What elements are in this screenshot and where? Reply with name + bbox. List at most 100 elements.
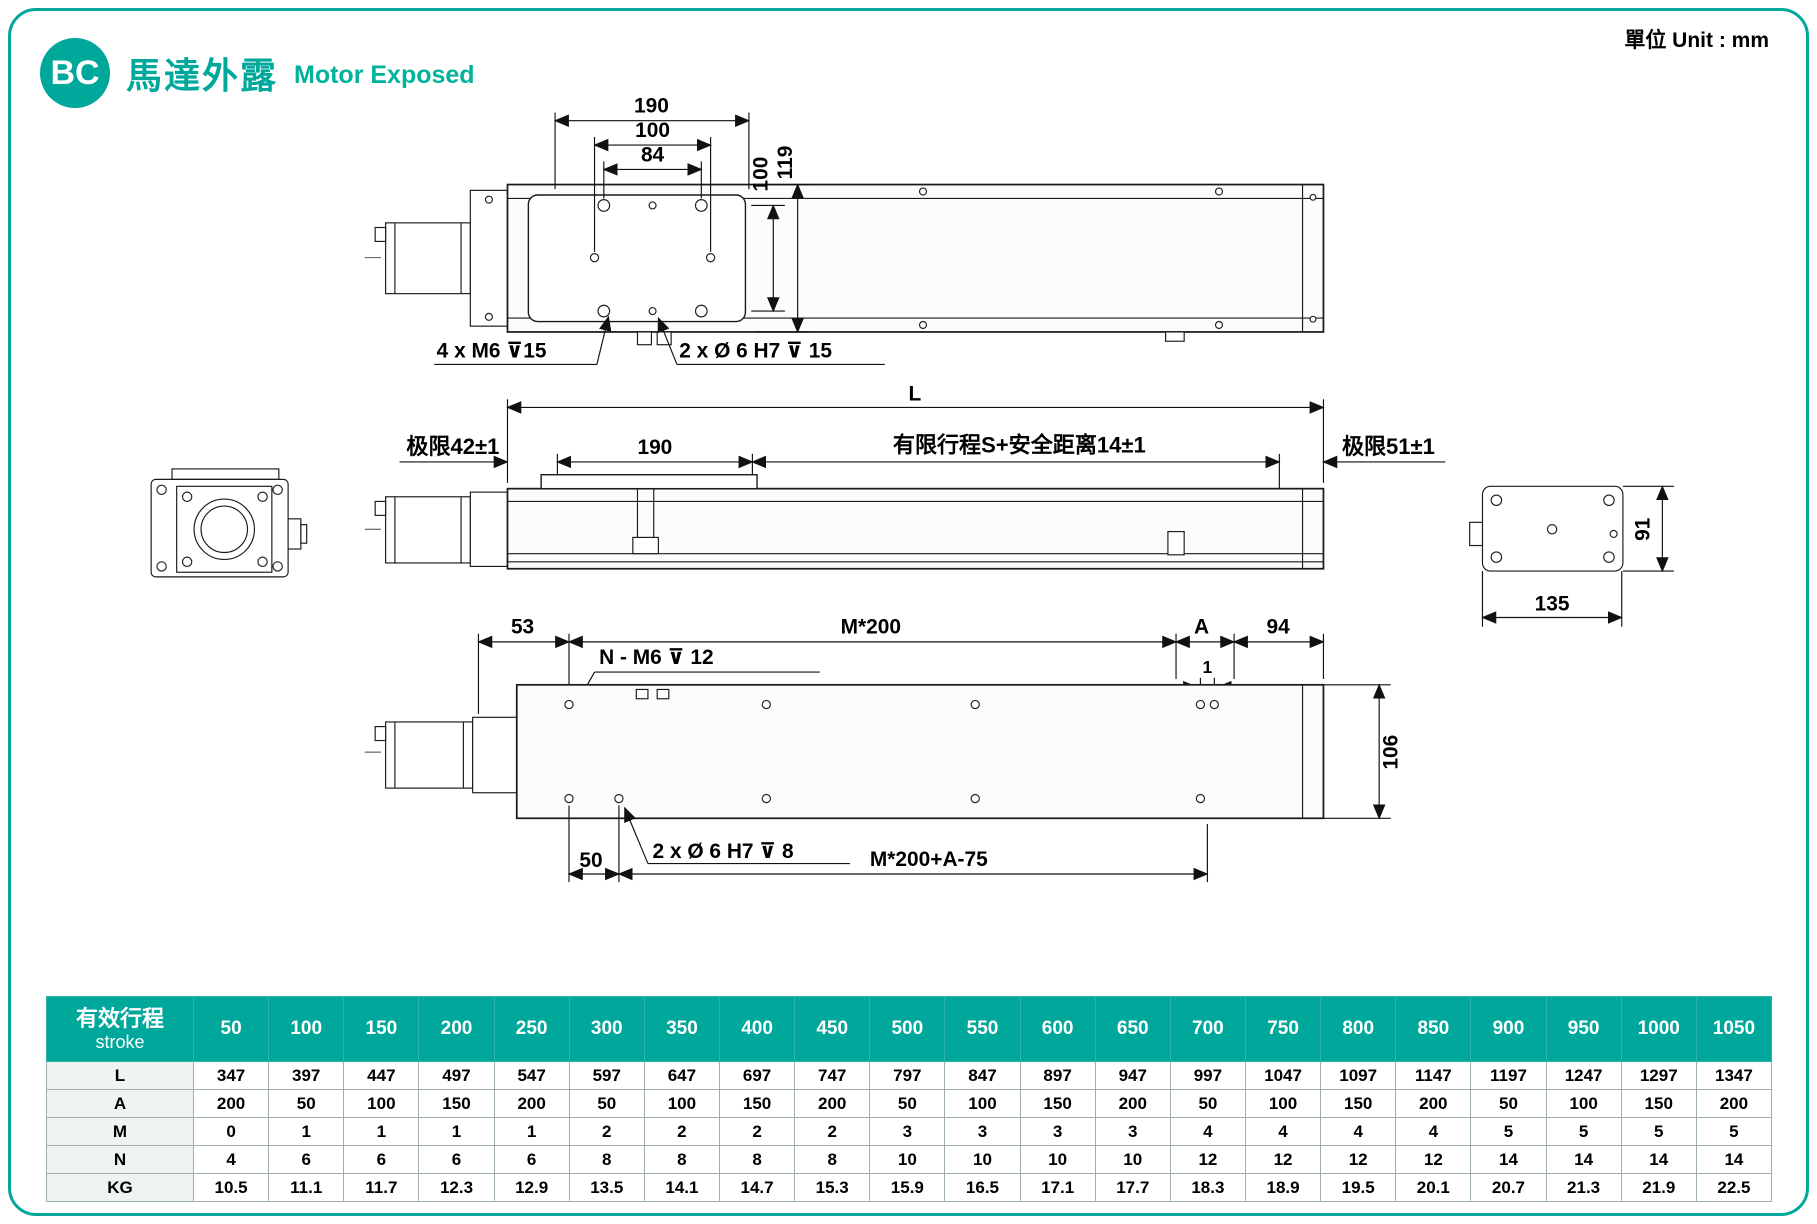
stroke-column-header: 650 (1094, 996, 1171, 1062)
table-cell: 647 (643, 1061, 720, 1090)
table-cell: 6 (493, 1145, 570, 1174)
row-label: M (46, 1117, 194, 1146)
table-cell: 14.7 (718, 1173, 796, 1202)
dim-m200: M*200 (841, 616, 901, 639)
table-cell: 3 (1019, 1117, 1096, 1146)
table-cell: 14 (1470, 1145, 1547, 1174)
right-end-view: 91 135 (1469, 485, 1674, 627)
left-end-view (150, 468, 308, 578)
table-cell: 100 (1545, 1089, 1622, 1118)
table-cell: 497 (418, 1061, 495, 1090)
stroke-column-header: 600 (1019, 996, 1096, 1062)
table-cell: 12 (1395, 1145, 1472, 1174)
table-cell: 5 (1470, 1117, 1547, 1146)
table-cell: 12.3 (418, 1173, 495, 1202)
table-cell: 1097 (1320, 1061, 1397, 1090)
table-cell: 11.7 (343, 1173, 420, 1202)
table-cell: 50 (1470, 1089, 1547, 1118)
table-cell: 50 (268, 1089, 345, 1118)
table-cell: 2 (794, 1117, 871, 1146)
dim-m200a: M*200+A-75 (870, 848, 988, 871)
technical-drawing: 190 100 84 100 119 4 x M6 ⊽15 2 x Ø 6 H7… (150, 95, 1674, 883)
stroke-column-header: 900 (1470, 996, 1547, 1062)
table-cell: 697 (718, 1061, 796, 1090)
table-cell: 8 (794, 1145, 871, 1174)
table-cell: 200 (1695, 1089, 1773, 1118)
dim-100-top: 100 (635, 119, 670, 142)
table-cell: 1297 (1620, 1061, 1697, 1090)
table-cell: 997 (1169, 1061, 1246, 1090)
dim-50: 50 (579, 849, 602, 872)
table-cell: 2 (718, 1117, 796, 1146)
table-cell: 16.5 (944, 1173, 1021, 1202)
stroke-column-header: 250 (493, 996, 570, 1062)
stroke-column-header: 700 (1169, 996, 1246, 1062)
table-cell: 150 (1320, 1089, 1397, 1118)
table-cell: 8 (643, 1145, 720, 1174)
table-cell: 1 (268, 1117, 345, 1146)
table-cell: 12 (1244, 1145, 1322, 1174)
dim-100-vert: 100 (749, 157, 772, 192)
table-cell: 12.9 (493, 1173, 570, 1202)
table-cell: 14 (1620, 1145, 1697, 1174)
table-cell: 14 (1545, 1145, 1622, 1174)
table-cell: 397 (268, 1061, 345, 1090)
table-cell: 6 (268, 1145, 345, 1174)
table-cell: 22.5 (1695, 1173, 1773, 1202)
table-cell: 17.1 (1019, 1173, 1096, 1202)
table-cell: 21.3 (1545, 1173, 1622, 1202)
table-cell: 747 (794, 1061, 871, 1090)
stroke-column-header: 550 (944, 996, 1021, 1062)
table-cell: 8 (718, 1145, 796, 1174)
dim-91: 91 (1632, 517, 1655, 541)
table-cell: 200 (1094, 1089, 1171, 1118)
table-cell: 797 (869, 1061, 946, 1090)
unit-label: 單位 Unit : mm (1624, 29, 1769, 52)
table-cell: 1 (493, 1117, 570, 1146)
table-cell: 12 (1320, 1145, 1397, 1174)
row-label: A (46, 1089, 194, 1118)
table-cell: 150 (1620, 1089, 1697, 1118)
table-cell: 10 (869, 1145, 946, 1174)
table-cell: 1047 (1244, 1061, 1322, 1090)
stroke-column-header: 300 (568, 996, 645, 1062)
table-cell: 10 (1019, 1145, 1096, 1174)
table-cell: 4 (1169, 1117, 1246, 1146)
table-cell: 10.5 (192, 1173, 270, 1202)
table-cell: 5 (1620, 1117, 1697, 1146)
stroke-column-header: 50 (192, 996, 270, 1062)
bottom-view: 53 M*200 A 94 N - M6 ⊽ 12 1 (364, 616, 1403, 883)
table-cell: 50 (869, 1089, 946, 1118)
stroke-column-header: 200 (418, 996, 495, 1062)
table-cell: 200 (794, 1089, 871, 1118)
table-cell: 597 (568, 1061, 645, 1090)
row-label: L (46, 1061, 194, 1090)
table-cell: 6 (418, 1145, 495, 1174)
dim-190-side: 190 (637, 436, 672, 459)
dim-106: 106 (1380, 735, 1403, 770)
dim-190-top: 190 (634, 95, 669, 118)
dim-94: 94 (1267, 616, 1291, 639)
table-cell: 897 (1019, 1061, 1096, 1090)
table-cell: 12 (1169, 1145, 1246, 1174)
table-cell: 0 (192, 1117, 270, 1146)
page-title-en: Motor Exposed (294, 60, 475, 89)
table-cell: 21.9 (1620, 1173, 1697, 1202)
stroke-note: 有限行程S+安全距离14±1 (893, 433, 1146, 458)
table-cell: 11.1 (268, 1173, 345, 1202)
table-cell: 547 (493, 1061, 570, 1090)
table-cell: 20.1 (1395, 1173, 1472, 1202)
stroke-column-header: 350 (643, 996, 720, 1062)
table-cell: 100 (944, 1089, 1021, 1118)
dim-L: L (909, 382, 922, 405)
table-cell: 3 (869, 1117, 946, 1146)
page-title-zh: 馬達外露 (126, 55, 279, 96)
table-cell: 150 (418, 1089, 495, 1118)
table-cell: 200 (1395, 1089, 1472, 1118)
table-cell: 100 (643, 1089, 720, 1118)
table-cell: 347 (192, 1061, 270, 1090)
stroke-column-header: 800 (1320, 996, 1397, 1062)
